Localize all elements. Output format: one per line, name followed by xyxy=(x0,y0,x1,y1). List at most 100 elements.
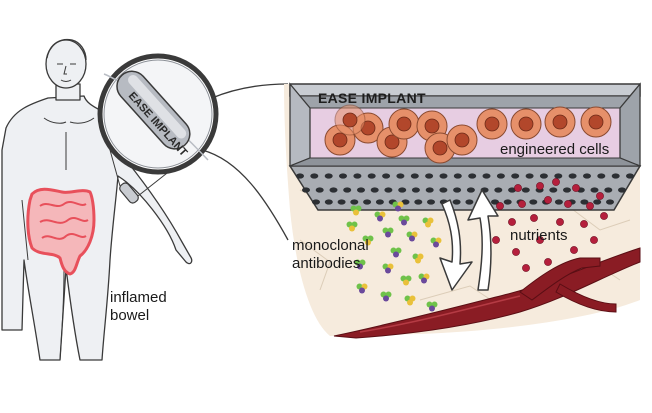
membrane-pore xyxy=(353,173,362,179)
membrane-pore xyxy=(590,187,599,193)
membrane-pore xyxy=(529,199,538,205)
membrane-pore xyxy=(618,187,626,193)
nutrient-particle xyxy=(564,200,572,208)
engineered-cell xyxy=(544,106,576,138)
membrane-pore xyxy=(496,173,505,179)
membrane-pore xyxy=(466,187,475,193)
membrane-pore xyxy=(384,187,393,193)
membrane-pore xyxy=(367,173,376,179)
nutrient-particle xyxy=(492,236,500,244)
nutrient-particle xyxy=(570,246,578,254)
inflamed-bowel xyxy=(26,187,96,276)
antibody-particle xyxy=(354,259,366,270)
membrane-pore xyxy=(339,173,347,179)
blood-vessel xyxy=(333,247,641,339)
membrane-pore xyxy=(611,173,620,179)
human-figure xyxy=(1,38,193,361)
membrane-pore xyxy=(427,199,435,205)
membrane-pore xyxy=(606,199,614,205)
nutrient-particle xyxy=(600,212,608,220)
antibody-particle xyxy=(346,221,358,232)
membrane-pore xyxy=(411,187,420,193)
membrane-pore xyxy=(494,187,503,193)
membrane-pore xyxy=(508,187,517,193)
membrane-pore xyxy=(453,173,462,179)
label-inflamed: inflamed xyxy=(110,289,167,306)
exchange-arrows xyxy=(439,189,499,291)
nutrient-particle xyxy=(530,214,538,222)
label-antibodies: antibodies xyxy=(292,255,360,272)
membrane-pore xyxy=(324,199,333,205)
antibody-particle xyxy=(412,253,424,264)
antibody-particle xyxy=(430,237,442,248)
nutrient-particle xyxy=(596,192,604,200)
membrane-pore xyxy=(370,187,379,193)
nutrient-particle xyxy=(512,248,520,256)
antibody-particle xyxy=(406,231,418,242)
membrane-pore xyxy=(468,173,477,179)
membrane-pore xyxy=(350,199,359,205)
membrane-pore xyxy=(491,199,499,205)
engineered-cell xyxy=(580,106,612,138)
nutrient-particle xyxy=(514,184,522,192)
membrane-pore xyxy=(324,173,333,179)
membrane-pore xyxy=(511,173,520,179)
nutrient-particle xyxy=(544,258,552,266)
membrane-pore xyxy=(343,187,352,193)
membrane-pore xyxy=(465,199,474,205)
nutrient-particle xyxy=(508,218,516,226)
nutrient-particle xyxy=(518,200,526,208)
antibody-particle xyxy=(422,217,434,228)
membrane-pore xyxy=(375,199,384,205)
membrane-pore xyxy=(482,173,491,179)
zoom-cone xyxy=(201,83,289,241)
antibody-particles xyxy=(346,201,442,312)
membrane-pore xyxy=(439,173,448,179)
membrane-pore xyxy=(357,187,365,193)
membrane-pore xyxy=(302,187,310,193)
membrane-pore xyxy=(382,173,391,179)
membrane-pore xyxy=(410,173,419,179)
label-nutrients: nutrients xyxy=(510,227,568,244)
arm-implant xyxy=(119,182,139,204)
human-face xyxy=(57,63,76,82)
antibody-particle xyxy=(380,291,392,302)
label-engineered-cells: engineered cells xyxy=(500,141,609,158)
nutrient-particles xyxy=(492,178,608,272)
membrane-pore xyxy=(396,173,405,179)
nutrient-particle xyxy=(496,202,504,210)
membrane-pore xyxy=(425,187,434,193)
label-monoclonal: monoclonal xyxy=(292,237,369,254)
membrane-pore xyxy=(521,187,530,193)
engineered-cell xyxy=(510,108,542,140)
membrane-pore xyxy=(329,187,338,193)
arrow-up xyxy=(467,189,499,291)
membrane-pore xyxy=(337,199,346,205)
membrane-pore xyxy=(312,199,320,205)
label-implant-main: EASE IMPLANT xyxy=(318,90,426,106)
antibody-particle xyxy=(382,263,394,274)
membrane-pore xyxy=(398,187,407,193)
membrane-pore xyxy=(401,199,410,205)
antibody-particle xyxy=(398,215,410,226)
nutrient-particle xyxy=(590,236,598,244)
nutrient-particle xyxy=(522,264,530,272)
membrane-pore xyxy=(549,187,558,193)
membrane-pore xyxy=(554,199,563,205)
nutrient-particle xyxy=(556,218,564,226)
nutrient-particle xyxy=(544,196,552,204)
antibody-particle xyxy=(362,235,374,246)
engineered-cell xyxy=(334,104,366,136)
antibody-particle xyxy=(390,247,402,258)
membrane-pore xyxy=(425,173,434,179)
membrane-pore xyxy=(315,187,324,193)
engineered-cell xyxy=(446,124,478,156)
antibody-particle xyxy=(404,295,416,306)
magnifier xyxy=(97,53,219,175)
human-body-details xyxy=(21,117,95,361)
nutrient-particle xyxy=(536,182,544,190)
membrane-pore xyxy=(452,199,461,205)
membrane-pore xyxy=(568,173,577,179)
antibody-particle xyxy=(356,283,368,294)
